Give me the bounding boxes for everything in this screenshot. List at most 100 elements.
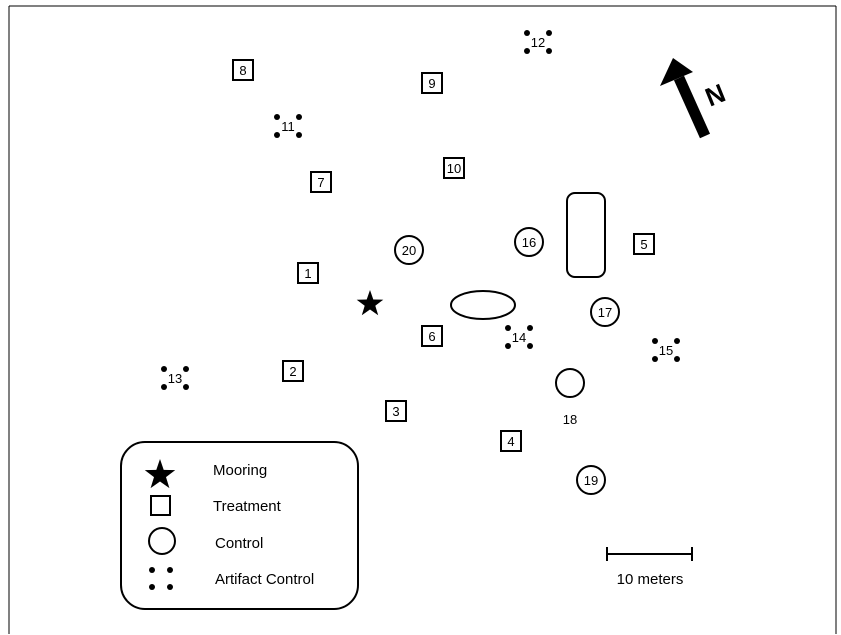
marker-label: 20: [402, 243, 416, 258]
treatment-marker: 4: [500, 430, 522, 452]
control-marker: 17: [590, 297, 620, 327]
marker-label: 10: [447, 161, 461, 176]
marker-label: 1: [304, 266, 311, 281]
legend-treatment-label: Treatment: [213, 498, 282, 515]
artifact-control-dot-icon: [296, 114, 302, 120]
artifact-control-marker: 13: [161, 366, 189, 390]
artifact-control-dot-icon: [183, 384, 189, 390]
marker-label: 5: [640, 237, 647, 252]
marker-label: 16: [522, 235, 536, 250]
legend-mooring-label: Mooring: [213, 462, 267, 479]
marker-label: 13: [168, 371, 182, 386]
treatment-marker: 7: [310, 171, 332, 193]
artifact-control-dot-icon: [183, 366, 189, 372]
legend-control-icon: [148, 527, 176, 555]
marker-label: 17: [598, 305, 612, 320]
artifact-control-marker: 15: [652, 338, 680, 362]
north-label: N: [701, 78, 730, 113]
marker-label: 2: [289, 364, 296, 379]
artifact-control-dot-icon: [652, 338, 658, 344]
treatment-square-icon: [421, 72, 443, 94]
artifact-control-dot-icon: [527, 343, 533, 349]
marker-label: 3: [392, 404, 399, 419]
treatment-marker: 1: [297, 262, 319, 284]
marker-label: 19: [584, 473, 598, 488]
artifact-control-dot-icon: [527, 325, 533, 331]
marker-label: 12: [531, 35, 545, 50]
artifact-control-dot-icon: [274, 132, 280, 138]
artifact-control-dot-icon: [524, 30, 530, 36]
mooring-star-icon: [356, 290, 384, 316]
treatment-square-icon: [385, 400, 407, 422]
artifact-control-dot-icon: [674, 356, 680, 362]
north-arrow-head-icon: [660, 58, 693, 86]
treatment-square-icon: [500, 430, 522, 452]
marker-label: 7: [317, 175, 324, 190]
artifact-control-dot-icon: [524, 48, 530, 54]
artifact-control-dot-icon: [161, 384, 167, 390]
legend-artifact-dot: [167, 584, 173, 590]
artifact-control-dot-icon: [296, 132, 302, 138]
marker-label: 9: [428, 76, 435, 91]
legend-artifact-control-label: Artifact Control: [215, 571, 314, 588]
artifact-control-dot-icon: [652, 356, 658, 362]
artifact-control-dot-icon: [505, 325, 511, 331]
legend-artifact-dot: [167, 567, 173, 573]
rectangular-feature: [566, 192, 606, 278]
treatment-square-icon: [282, 360, 304, 382]
control-marker: 19: [576, 465, 606, 495]
marker-label: 14: [512, 330, 526, 345]
north-arrow-shaft-icon: [673, 75, 711, 139]
treatment-square-icon: [232, 59, 254, 81]
marker-label: 11: [281, 119, 295, 134]
legend-box: [120, 441, 359, 610]
marker-label: 6: [428, 329, 435, 344]
artifact-control-dot-icon: [274, 114, 280, 120]
control-circle-icon: [514, 227, 544, 257]
artifact-control-marker: 14: [505, 325, 533, 349]
treatment-marker: 5: [633, 233, 655, 255]
control-marker: 20: [394, 235, 424, 265]
legend: Mooring Treatment Control Artifact Contr…: [120, 441, 359, 610]
marker-label: 15: [659, 343, 673, 358]
legend-artifact-dot: [149, 567, 155, 573]
treatment-marker: 2: [282, 360, 304, 382]
treatment-marker: 9: [421, 72, 443, 94]
artifact-control-dot-icon: [674, 338, 680, 344]
scale-bar-label: 10 meters: [617, 571, 684, 588]
legend-control-label: Control: [215, 535, 263, 552]
treatment-square-icon: [443, 157, 465, 179]
legend-treatment-icon: [150, 495, 171, 516]
control-circle-icon: [394, 235, 424, 265]
oval-feature: [450, 290, 516, 320]
marker-label: 18: [563, 412, 577, 427]
treatment-square-icon: [633, 233, 655, 255]
artifact-control-dot-icon: [546, 30, 552, 36]
artifact-control-dot-icon: [505, 343, 511, 349]
artifact-control-marker: 12: [524, 30, 552, 54]
treatment-marker: 8: [232, 59, 254, 81]
treatment-marker: 3: [385, 400, 407, 422]
treatment-square-icon: [310, 171, 332, 193]
legend-artifact-control-icon: [149, 567, 173, 590]
control-circle-icon: [590, 297, 620, 327]
artifact-control-marker: 11: [274, 114, 302, 138]
treatment-marker: 6: [421, 325, 443, 347]
control-circle-icon: [576, 465, 606, 495]
marker-label: 8: [239, 63, 246, 78]
treatment-marker: 10: [443, 157, 465, 179]
treatment-square-icon: [421, 325, 443, 347]
scale-bar: 10 meters: [606, 547, 693, 588]
control-circle-icon: [555, 368, 585, 398]
legend-mooring-icon: [144, 459, 176, 489]
north-arrow: N: [660, 58, 730, 139]
artifact-control-dot-icon: [546, 48, 552, 54]
marker-label: 4: [507, 434, 514, 449]
control-marker: 16: [514, 227, 544, 257]
legend-artifact-dot: [149, 584, 155, 590]
treatment-square-icon: [297, 262, 319, 284]
artifact-control-dot-icon: [161, 366, 167, 372]
control-marker: 18: [555, 368, 585, 427]
